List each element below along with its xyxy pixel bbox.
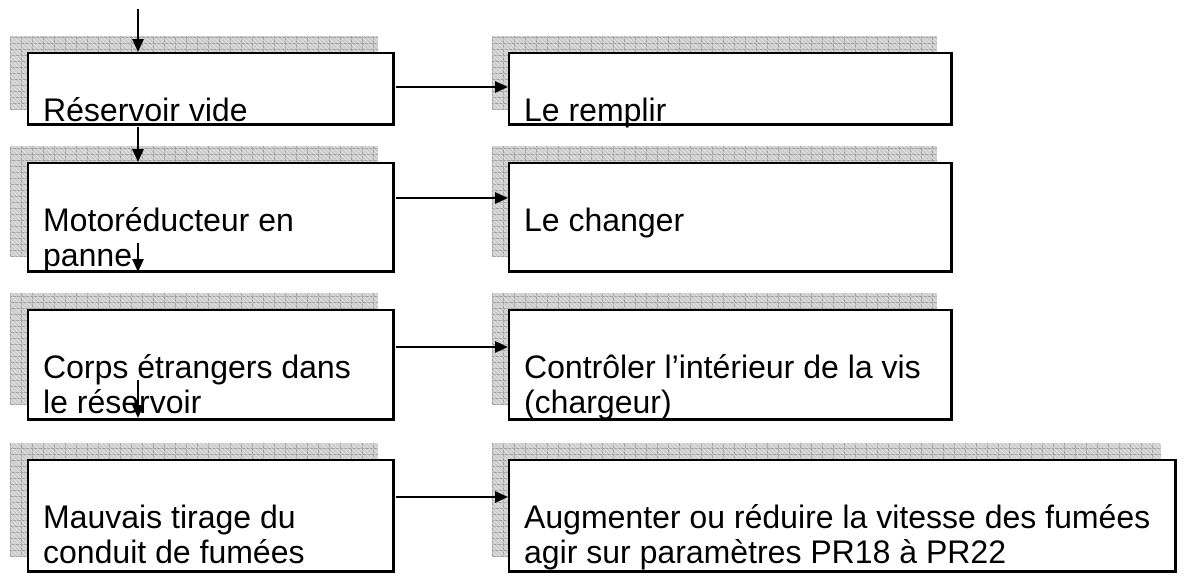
arrow-down-icon	[132, 405, 144, 418]
arrow-line	[396, 86, 496, 88]
cause-text: Mauvais tirage du conduit de fumées	[43, 499, 305, 570]
arrow-right-icon	[495, 491, 508, 503]
arrow-line	[396, 197, 496, 199]
arrow-right-icon	[495, 192, 508, 204]
arrow-down-icon	[132, 39, 144, 52]
cause-box-reservoir-vide: Réservoir vide	[27, 52, 395, 128]
arrow-down-icon	[132, 149, 144, 162]
arrow-line	[137, 127, 139, 150]
cause-text: Corps étrangers dans le réservoir	[43, 349, 351, 420]
cause-box-mauvais-tirage: Mauvais tirage du conduit de fumées	[27, 459, 395, 573]
cause-text: Motoréducteur en panne	[43, 202, 294, 273]
cause-box-corps-etrangers: Corps étrangers dans le réservoir	[27, 309, 395, 421]
remedy-box-le-remplir: Le remplir	[508, 52, 953, 128]
arrow-line	[137, 243, 139, 260]
arrow-down-icon	[132, 259, 144, 272]
remedy-box-le-changer: Le changer	[508, 162, 953, 273]
remedy-text: Le changer	[524, 202, 685, 238]
cause-text: Réservoir vide	[43, 92, 248, 128]
arrow-line	[137, 9, 139, 39]
arrow-right-icon	[495, 341, 508, 353]
arrow-line	[137, 380, 139, 406]
remedy-text: Le remplir	[524, 92, 667, 128]
remedy-box-vitesse-fumees: Augmenter ou réduire la vitesse des fumé…	[508, 459, 1177, 573]
arrow-line	[396, 496, 496, 498]
remedy-text: Contrôler l’intérieur de la vis (chargeu…	[524, 349, 921, 420]
cause-box-motoreducteur: Motoréducteur en panne	[27, 162, 395, 273]
remedy-box-controler-vis: Contrôler l’intérieur de la vis (chargeu…	[508, 309, 953, 421]
arrow-line	[396, 346, 496, 348]
arrow-right-icon	[495, 81, 508, 93]
remedy-text: Augmenter ou réduire la vitesse des fumé…	[524, 499, 1151, 570]
